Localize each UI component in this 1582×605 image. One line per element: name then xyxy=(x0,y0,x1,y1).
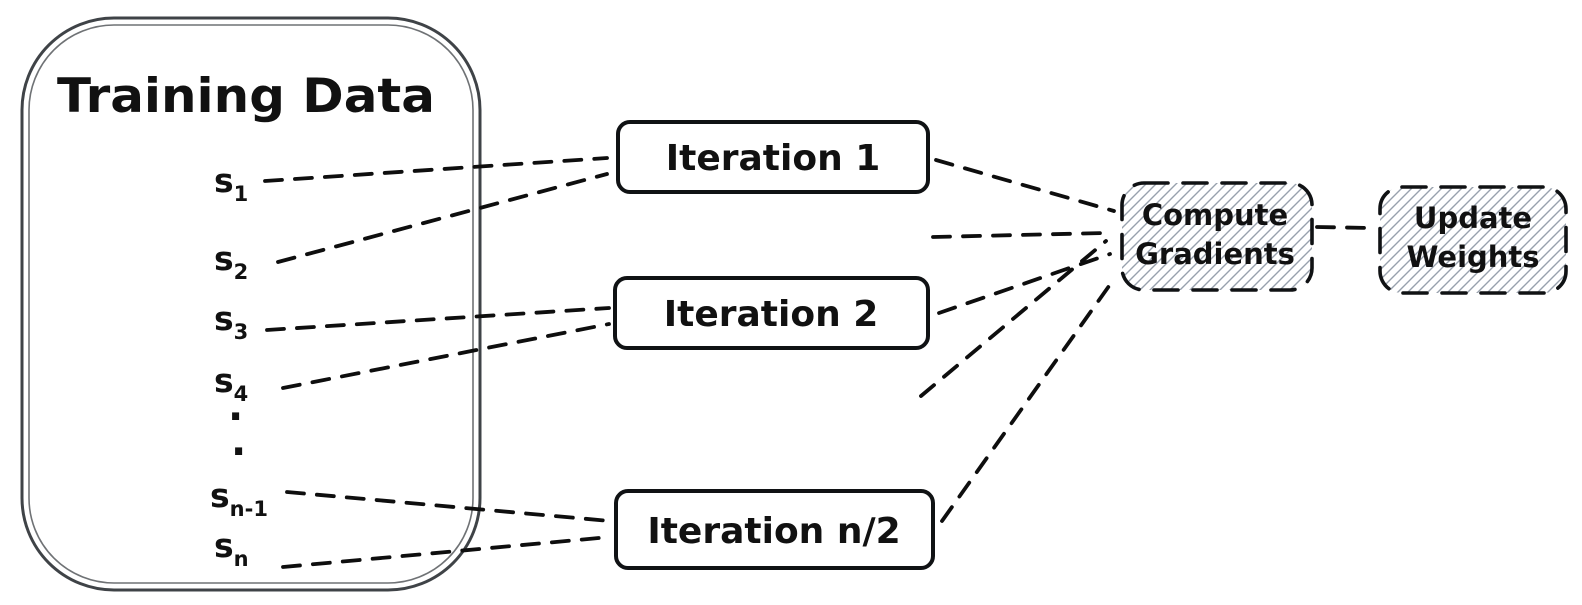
sample-label-s2: s2 xyxy=(214,239,248,284)
compute-gradients-box xyxy=(1120,181,1314,292)
sample-s1-base: s xyxy=(214,161,234,200)
connector-s1-iteration1 xyxy=(263,156,609,183)
connector-iteration-n2-compute xyxy=(940,277,1116,523)
training-data-container: Training Data s1 s2 s3 s4 . . sn-1 sn xyxy=(20,16,482,592)
connectors xyxy=(263,156,1372,569)
sample-label-sn-1: sn-1 xyxy=(210,476,268,521)
connector-s2-iteration1 xyxy=(276,172,609,264)
iteration-1-label: Iteration 1 xyxy=(666,138,881,179)
compute-gradients-fill xyxy=(1122,183,1312,290)
connector-s3-iteration2 xyxy=(265,306,611,332)
connector-mid-compute xyxy=(931,231,1107,239)
iteration-1-box xyxy=(616,120,930,194)
connector-iteration2-compute xyxy=(937,252,1112,315)
sample-sn-base: s xyxy=(214,526,234,565)
connector-lower-mid-compute xyxy=(919,239,1108,398)
sample-label-sn: sn xyxy=(214,526,249,571)
connector-sn-iteration-n2 xyxy=(281,535,612,569)
iteration-n2-label: Iteration n/2 xyxy=(647,511,900,552)
sample-s4-base: s xyxy=(214,361,234,400)
sample-sn-1-sub: n-1 xyxy=(230,497,268,521)
ellipsis-dot-1: . xyxy=(228,384,243,430)
iteration-2-group: Iteration 2 xyxy=(613,276,930,350)
compute-gradients-group: Compute Gradients xyxy=(1120,181,1314,292)
connector-s4-iteration2 xyxy=(281,322,611,390)
sample-label-s1: s1 xyxy=(214,161,248,206)
sample-label-s4: s4 xyxy=(214,361,248,406)
connector-iteration1-compute xyxy=(934,158,1116,213)
sample-label-s3: s3 xyxy=(214,299,248,344)
update-weights-label-line2: Weights xyxy=(1406,240,1539,274)
ellipsis-dot-2: . xyxy=(231,419,246,465)
connector-compute-update xyxy=(1315,225,1372,230)
connector-sn-1-iteration-n2 xyxy=(285,490,612,523)
update-weights-label-line1: Update xyxy=(1414,201,1532,235)
iteration-2-box xyxy=(613,276,930,350)
sample-s3-base: s xyxy=(214,299,234,338)
training-data-box-sketch-line xyxy=(28,24,474,584)
compute-gradients-label-line1: Compute xyxy=(1142,198,1288,232)
iteration-1-group: Iteration 1 xyxy=(616,120,930,194)
update-weights-group: Update Weights xyxy=(1378,185,1568,295)
update-weights-fill xyxy=(1380,187,1566,293)
sample-s2-base: s xyxy=(214,239,234,278)
sample-s1-sub: 1 xyxy=(234,182,249,206)
update-weights-box xyxy=(1378,185,1568,295)
iteration-2-label: Iteration 2 xyxy=(664,294,879,335)
sample-s4-sub: 4 xyxy=(234,382,249,406)
training-data-title: Training Data xyxy=(57,69,435,124)
iteration-n2-group: Iteration n/2 xyxy=(614,489,935,570)
compute-gradients-label-line2: Gradients xyxy=(1135,237,1295,271)
sample-sn-1-base: s xyxy=(210,476,230,515)
sample-sn-sub: n xyxy=(234,547,249,571)
sample-s2-sub: 2 xyxy=(234,260,249,284)
iteration-n2-box xyxy=(614,489,935,570)
training-data-box xyxy=(20,16,482,592)
sample-s3-sub: 3 xyxy=(234,320,249,344)
